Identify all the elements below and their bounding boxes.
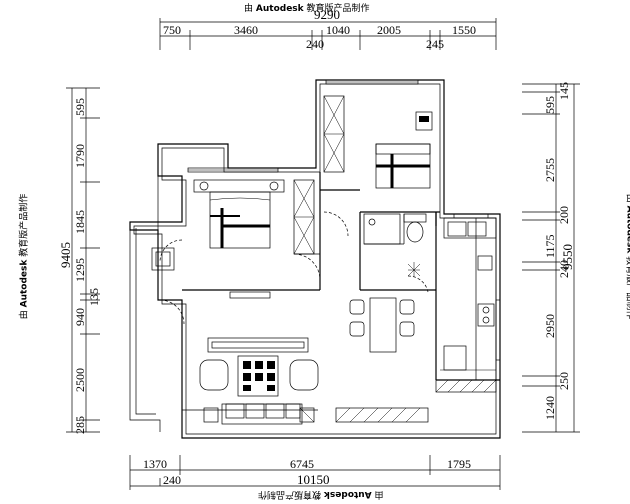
dim-top-5: 2005	[377, 23, 401, 37]
dim-right-9: 1240	[543, 396, 557, 420]
living-furniture	[151, 247, 319, 425]
dim-right-5: 1175	[543, 234, 557, 258]
dining-table	[349, 297, 415, 353]
dim-left-total: 9405	[58, 242, 73, 268]
dim-right-4: 200	[557, 206, 571, 224]
dim-left-2: 1790	[73, 144, 87, 168]
dim-left-8: 285	[73, 416, 87, 434]
second-bed	[375, 111, 433, 189]
bathroom-fixtures	[363, 213, 427, 277]
top-dimension-chain: 750 3460 240 1040 2005 245 1550 9290	[159, 7, 497, 51]
dim-top-6: 245	[426, 37, 444, 51]
master-bed	[193, 179, 285, 249]
doors	[159, 211, 429, 325]
dim-bottom-2: 6745	[290, 457, 314, 471]
dim-top-1: 750	[163, 23, 181, 37]
bottom-dimension-chain: 1370 6745 1795 240 10150	[129, 455, 501, 490]
dim-right-2: 595	[543, 96, 557, 114]
watermark-top: 由 Autodesk 教育版产品制作	[244, 4, 370, 14]
dim-bottom-1: 1370	[143, 457, 167, 471]
dim-left-3: 1845	[73, 210, 87, 234]
dim-left-5: 135	[87, 288, 101, 306]
dim-right-1: 145	[557, 82, 571, 100]
dim-left-7: 2500	[73, 368, 87, 392]
dim-right-total: 9550	[560, 244, 575, 270]
wardrobes	[293, 95, 345, 255]
dim-left-4: 1295	[73, 258, 87, 282]
left-dimension-chain: 595 1790 1845 1295 135 940 2500 285 9405	[58, 87, 101, 434]
kitchen-fixtures	[440, 217, 497, 381]
dim-left-1: 595	[73, 98, 87, 116]
dim-bottom-sub: 240	[163, 473, 181, 487]
entrance-cabinet	[335, 379, 497, 423]
dim-right-3: 2755	[543, 158, 557, 182]
dim-right-7: 2950	[543, 314, 557, 338]
dim-bottom-total: 10150	[297, 472, 330, 487]
walls	[129, 79, 501, 439]
right-dimension-chain: 145 595 2755 200 1175 240 2950 250 1240 …	[522, 82, 580, 433]
dim-left-6: 940	[73, 308, 87, 326]
dim-top-total: 9290	[314, 7, 340, 22]
dim-top-7: 1550	[452, 23, 476, 37]
dim-top-3: 240	[306, 37, 324, 51]
dim-bottom-3: 1795	[447, 457, 471, 471]
dim-right-6: 240	[557, 260, 571, 278]
dim-right-8: 250	[557, 372, 571, 390]
dim-top-2: 3460	[234, 23, 258, 37]
dim-top-4: 1040	[326, 23, 350, 37]
